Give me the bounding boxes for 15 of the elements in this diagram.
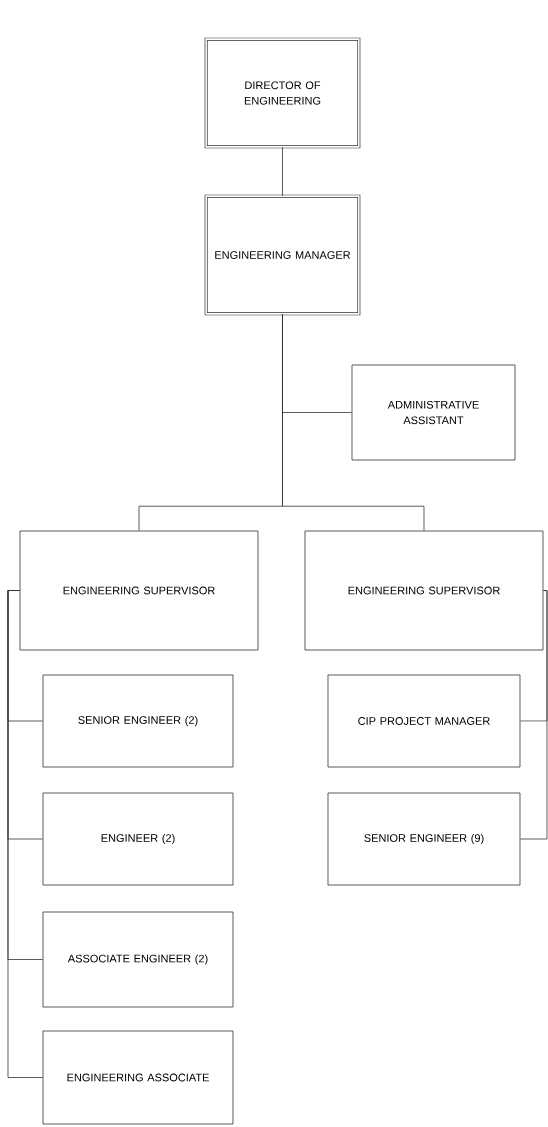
connector-line [7,590,43,1078]
title-box: ENGINEERING MANAGER [204,194,361,316]
position-box: ENGINEERING ASSOCIATE [42,1030,234,1125]
position-box: SENIOR ENGINEER (2) [42,674,234,768]
position-box: ASSOCIATE ENGINEER (2) [42,911,234,1008]
connector-line [282,146,283,197]
title-box: DIRECTOR OF ENGINEERING [204,37,361,149]
position-box: ENGINEERING SUPERVISOR [19,530,259,651]
position-box: ENGINEER (2) [42,792,234,886]
position-box: SENIOR ENGINEER (9) [327,792,521,886]
position-box: ADMINISTRATIVE ASSISTANT [351,364,516,461]
position-box: CIP PROJECT MANAGER [327,674,521,768]
connector-line [282,313,425,531]
connector-line [520,590,548,840]
position-box: ENGINEERING SUPERVISOR [304,530,544,651]
